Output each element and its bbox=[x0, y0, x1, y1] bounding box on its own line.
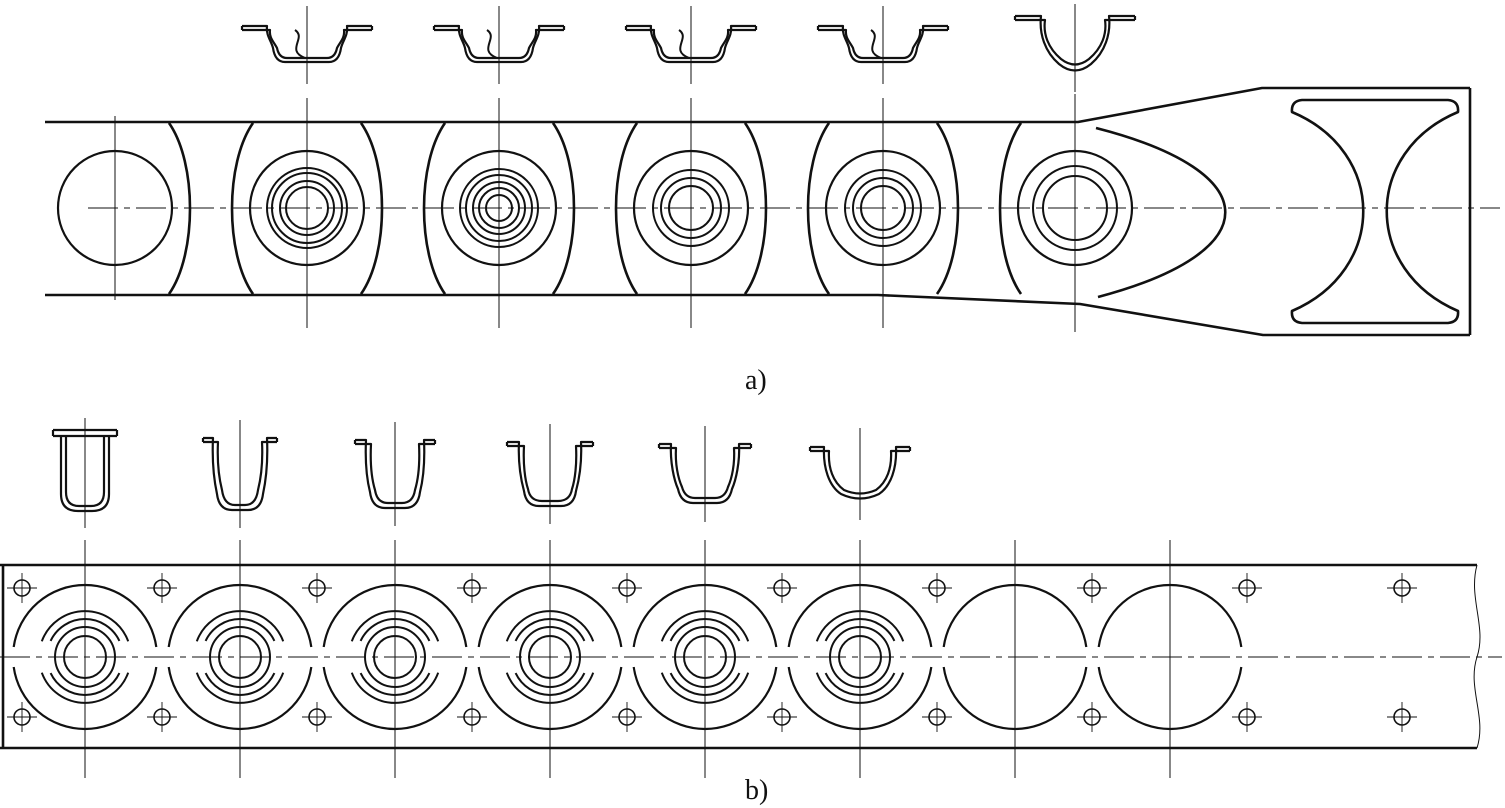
cup-ring bbox=[485, 194, 513, 222]
cup-outer-wall bbox=[355, 438, 435, 510]
cup-ring bbox=[271, 172, 343, 244]
cup-inner-wall bbox=[507, 444, 593, 503]
section-cup-2 bbox=[201, 436, 279, 512]
cup-ring bbox=[478, 187, 520, 229]
flange-caps bbox=[808, 447, 912, 451]
pilot-hole bbox=[921, 701, 953, 733]
cup-outer-wall bbox=[659, 442, 751, 505]
blank-circle bbox=[824, 149, 942, 267]
cup-ring bbox=[472, 181, 526, 235]
pilot-hole bbox=[456, 572, 488, 604]
cup-ring bbox=[668, 185, 714, 231]
pilot-hole bbox=[456, 701, 488, 733]
cup-ring bbox=[660, 177, 722, 239]
cup-ring bbox=[266, 167, 348, 249]
pilot-hole bbox=[766, 572, 798, 604]
strip-b bbox=[0, 563, 1481, 750]
cup-ring bbox=[860, 185, 906, 231]
station-a1-cut-hole bbox=[56, 149, 174, 267]
pilot-hole bbox=[1231, 701, 1263, 733]
cup-ring bbox=[285, 186, 329, 230]
station-a6-draw bbox=[1016, 149, 1134, 267]
strip-b-break-line bbox=[1473, 564, 1481, 749]
cup-ring bbox=[465, 174, 533, 242]
cup-ring bbox=[459, 168, 539, 248]
station-centerlines-b bbox=[84, 540, 1171, 778]
station-a2-first-draw bbox=[248, 149, 366, 267]
pilot-hole bbox=[766, 701, 798, 733]
blank-circle bbox=[56, 149, 174, 267]
strip-a bbox=[45, 86, 1472, 337]
flange-caps bbox=[505, 442, 595, 446]
cup-inner-wall bbox=[203, 440, 277, 507]
pilot-hole bbox=[1386, 572, 1418, 604]
bowl-flange-caps bbox=[1013, 16, 1137, 20]
station-a5-redraw bbox=[824, 149, 942, 267]
section-cup-5 bbox=[657, 442, 753, 505]
blank-circle bbox=[248, 149, 366, 267]
cup-ring bbox=[844, 169, 922, 247]
figure-b-cross-sections bbox=[51, 428, 912, 513]
strip-a-end-blank-cutout bbox=[1290, 98, 1460, 325]
station-centerlines-a bbox=[114, 94, 1076, 332]
cup-outer-wall bbox=[203, 436, 277, 512]
flange-caps bbox=[657, 444, 753, 448]
section-cup-3 bbox=[353, 438, 437, 510]
pilot-hole bbox=[1076, 701, 1108, 733]
figure-a-centerlines bbox=[88, 4, 1500, 332]
cup-outer-wall bbox=[59, 436, 111, 513]
pilot-hole bbox=[611, 701, 643, 733]
cup-outer-wall bbox=[810, 445, 910, 500]
pilot-holes-bottom-row bbox=[6, 701, 1418, 733]
bowl-outer-contour bbox=[1015, 14, 1135, 72]
pilot-hole bbox=[1386, 701, 1418, 733]
pilot-hole bbox=[6, 572, 38, 604]
figure-b bbox=[0, 418, 1502, 778]
strip-a-bottom-edge bbox=[45, 293, 1470, 337]
strip-a-transition-arc bbox=[1095, 126, 1227, 299]
cup-inner-wall bbox=[810, 449, 910, 495]
section-cup-6-shallow bbox=[808, 445, 912, 500]
cup-rim bbox=[51, 428, 119, 438]
cup-ring bbox=[1032, 165, 1118, 251]
section-centerlines-a bbox=[306, 4, 1076, 92]
section-centerlines-b bbox=[84, 418, 861, 528]
pilot-hole bbox=[921, 572, 953, 604]
cup-ring bbox=[652, 169, 730, 247]
pilot-hole bbox=[146, 572, 178, 604]
cup-inner-wall bbox=[355, 442, 435, 505]
station-a4-redraw bbox=[632, 149, 750, 267]
cup-outer-wall bbox=[507, 440, 593, 508]
blank-circle bbox=[440, 149, 558, 267]
cup-ring bbox=[279, 180, 335, 236]
pilot-hole bbox=[146, 701, 178, 733]
pilot-hole bbox=[301, 572, 333, 604]
section-cup-4 bbox=[505, 440, 595, 508]
blank-circle bbox=[1016, 149, 1134, 267]
strip-a-web-cutouts bbox=[167, 122, 1023, 295]
bowl-inner-contour bbox=[1015, 18, 1135, 66]
figure-b-label: b) bbox=[745, 775, 768, 806]
station-a3-redraw bbox=[440, 149, 558, 267]
cup-ring bbox=[852, 177, 914, 239]
cup-ring bbox=[1042, 175, 1108, 241]
figure-b-centerlines bbox=[0, 418, 1502, 778]
section-draw-5-bowl bbox=[1013, 14, 1137, 72]
figure-a-label: a) bbox=[745, 365, 767, 396]
pilot-hole bbox=[611, 572, 643, 604]
cup-inner-wall bbox=[64, 436, 106, 508]
cup-inner-wall bbox=[659, 446, 751, 500]
pilot-hole bbox=[1076, 572, 1108, 604]
flange-caps bbox=[353, 440, 437, 444]
blank-circle bbox=[632, 149, 750, 267]
section-cup-1-deep bbox=[51, 428, 119, 513]
strip-a-top-edge bbox=[45, 86, 1470, 124]
figure-a-cross-sections bbox=[240, 14, 1137, 72]
figure-a bbox=[45, 4, 1500, 337]
pilot-hole bbox=[301, 701, 333, 733]
pilot-hole bbox=[1231, 572, 1263, 604]
flange-caps bbox=[201, 438, 279, 442]
